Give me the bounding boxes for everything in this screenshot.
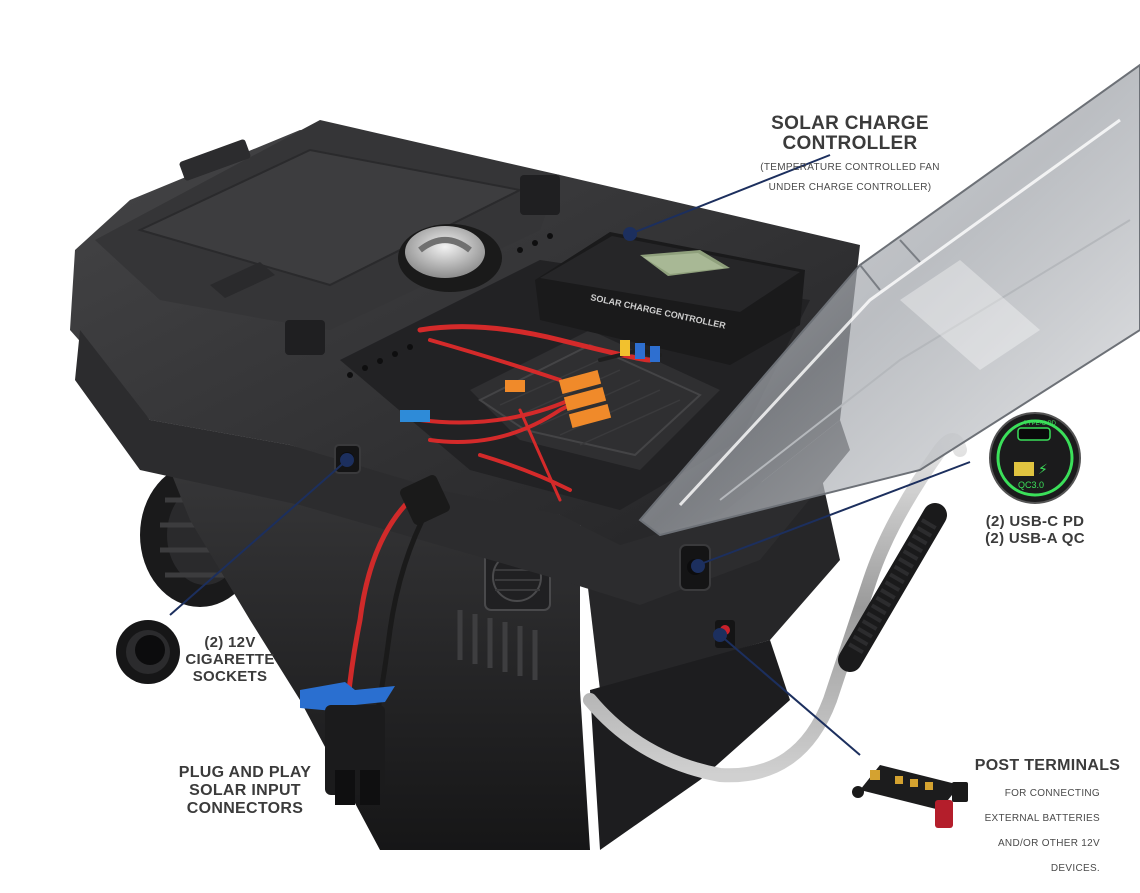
usb-port-inset: TYPE-C PD QC3.0 ⚡ [989,412,1081,504]
fuel-cap [398,224,502,292]
post-note-line1: FOR CONNECTING [1004,788,1100,799]
usb-typec-label: TYPE-C PD [1024,421,1057,427]
callout-post-terminals: POST TERMINALS FOR CONNECTING EXTERNAL B… [960,757,1135,875]
callout-solar-charge-controller: SOLAR CHARGE CONTROLLER (TEMPERATURE CON… [740,114,960,194]
usb-line2: (2) USB-A QC [985,530,1085,547]
callout-cigarette-sockets: (2) 12V CIGARETTE SOCKETS [165,634,295,685]
solar-input-cable [345,475,450,711]
mc4-connector [300,682,395,805]
usb-icon: ⚡ [1038,462,1048,478]
transparent-lid [638,63,1140,537]
charge-controller: SOLAR CHARGE CONTROLLER [535,232,805,365]
post-title: POST TERMINALS [974,757,1121,774]
cig-line1: (2) 12V [204,634,256,651]
usb-line1: (2) USB-C PD [985,513,1085,530]
post-note-line2: EXTERNAL BATTERIES [984,813,1100,824]
wago-connectors [400,340,660,428]
cig-line3: SOCKETS [192,668,268,685]
left-lid [95,120,560,355]
scc-title-line2: CONTROLLER [782,133,918,154]
usb-qc-label: QC3.0 [1018,480,1044,490]
post-note-line4: DEVICES. [1050,863,1100,874]
plug-line1: PLUG AND PLAY [178,764,312,781]
callout-lines [169,154,971,756]
cigarette-socket-inset [116,620,180,684]
plug-line3: CONNECTORS [186,800,304,817]
callout-usb-ports: (2) USB-C PD (2) USB-A QC [960,513,1110,547]
scc-note-line2: UNDER CHARGE CONTROLLER) [768,182,932,193]
callout-dots [340,227,727,642]
plug-line2: SOLAR INPUT [189,782,301,799]
scc-note-line1: (TEMPERATURE CONTROLLED FAN [760,162,940,173]
post-note-line3: AND/OR OTHER 12V [997,838,1100,849]
post-terminal-inset [852,765,968,828]
cig-line2: CIGARETTE [185,651,275,668]
callout-solar-input-connectors: PLUG AND PLAY SOLAR INPUT CONNECTORS [160,764,330,818]
scc-title-line1: SOLAR CHARGE [771,113,929,134]
